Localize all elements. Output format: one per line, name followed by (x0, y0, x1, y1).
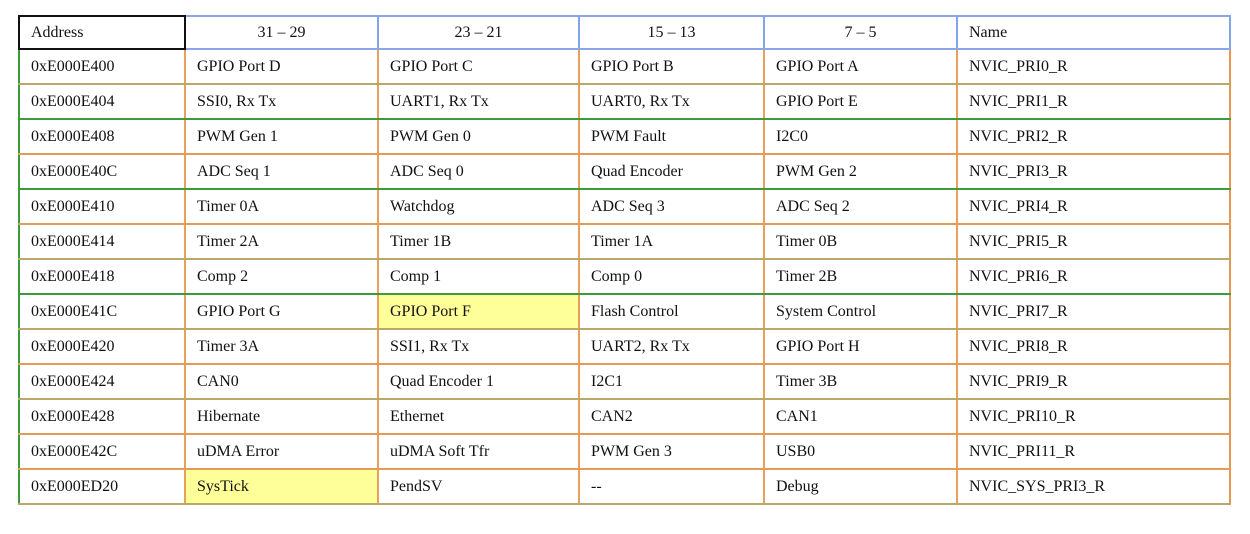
table-cell: Watchdog (377, 188, 580, 225)
table-cell: GPIO Port B (578, 48, 765, 85)
table-cell: I2C0 (763, 118, 958, 155)
table-row: 0xE000ED20 SysTick PendSV -- Debug NVIC_… (18, 468, 1231, 505)
table-cell: GPIO Port C (377, 48, 580, 85)
register-name-cell: NVIC_PRI0_R (956, 48, 1231, 85)
address-cell: 0xE000E400 (18, 48, 186, 85)
register-name-cell: NVIC_PRI4_R (956, 188, 1231, 225)
table-cell: PendSV (377, 468, 580, 505)
address-cell: 0xE000E410 (18, 188, 186, 225)
table-row: 0xE000E408 PWM Gen 1 PWM Gen 0 PWM Fault… (18, 118, 1231, 155)
table-row: 0xE000E424 CAN0 Quad Encoder 1 I2C1 Time… (18, 363, 1231, 400)
table-row: 0xE000E428 Hibernate Ethernet CAN2 CAN1 … (18, 398, 1231, 435)
header-bits-23-21: 23 – 21 (377, 15, 580, 50)
table-cell: UART1, Rx Tx (377, 83, 580, 120)
table-cell: PWM Gen 2 (763, 153, 958, 190)
register-name-cell: NVIC_PRI11_R (956, 433, 1231, 470)
table-cell: Quad Encoder 1 (377, 363, 580, 400)
table-cell: Quad Encoder (578, 153, 765, 190)
table-cell: Ethernet (377, 398, 580, 435)
table-cell: Comp 1 (377, 258, 580, 295)
table-cell: Timer 0A (184, 188, 379, 225)
table-cell: Timer 3A (184, 328, 379, 365)
nvic-priority-table: Address 31 – 29 23 – 21 15 – 13 7 – 5 Na… (18, 15, 1231, 505)
register-name-cell: NVIC_SYS_PRI3_R (956, 468, 1231, 505)
register-name-cell: NVIC_PRI8_R (956, 328, 1231, 365)
header-bits-15-13: 15 – 13 (578, 15, 765, 50)
table-cell: ADC Seq 2 (763, 188, 958, 225)
table-row: 0xE000E42C uDMA Error uDMA Soft Tfr PWM … (18, 433, 1231, 470)
table-cell: GPIO Port D (184, 48, 379, 85)
table-row: 0xE000E40C ADC Seq 1 ADC Seq 0 Quad Enco… (18, 153, 1231, 190)
table-cell: PWM Gen 0 (377, 118, 580, 155)
address-cell: 0xE000E40C (18, 153, 186, 190)
table-cell: UART2, Rx Tx (578, 328, 765, 365)
table-row: 0xE000E410 Timer 0A Watchdog ADC Seq 3 A… (18, 188, 1231, 225)
register-name-cell: NVIC_PRI2_R (956, 118, 1231, 155)
table-row: 0xE000E418 Comp 2 Comp 1 Comp 0 Timer 2B… (18, 258, 1231, 295)
header-row: Address 31 – 29 23 – 21 15 – 13 7 – 5 Na… (18, 15, 1231, 50)
table-cell: ADC Seq 0 (377, 153, 580, 190)
address-cell: 0xE000E420 (18, 328, 186, 365)
register-name-cell: NVIC_PRI6_R (956, 258, 1231, 295)
table-cell: Debug (763, 468, 958, 505)
table-cell: SSI1, Rx Tx (377, 328, 580, 365)
register-name-cell: NVIC_PRI7_R (956, 293, 1231, 330)
address-cell: 0xE000E428 (18, 398, 186, 435)
header-bits-31-29: 31 – 29 (184, 15, 379, 50)
highlighted-cell: GPIO Port F (377, 293, 580, 330)
table-cell: PWM Gen 3 (578, 433, 765, 470)
table-row: 0xE000E41C GPIO Port G GPIO Port F Flash… (18, 293, 1231, 330)
table-cell: uDMA Soft Tfr (377, 433, 580, 470)
table-cell: I2C1 (578, 363, 765, 400)
address-cell: 0xE000E42C (18, 433, 186, 470)
address-cell: 0xE000E404 (18, 83, 186, 120)
register-name-cell: NVIC_PRI1_R (956, 83, 1231, 120)
register-name-cell: NVIC_PRI3_R (956, 153, 1231, 190)
table-cell: USB0 (763, 433, 958, 470)
table-cell: Timer 1A (578, 223, 765, 260)
table-cell: CAN1 (763, 398, 958, 435)
register-name-cell: NVIC_PRI9_R (956, 363, 1231, 400)
table-row: 0xE000E414 Timer 2A Timer 1B Timer 1A Ti… (18, 223, 1231, 260)
table-cell: ADC Seq 3 (578, 188, 765, 225)
table-cell: -- (578, 468, 765, 505)
table-cell: Timer 1B (377, 223, 580, 260)
table-cell: Timer 3B (763, 363, 958, 400)
table-cell: Timer 2B (763, 258, 958, 295)
table-cell: PWM Gen 1 (184, 118, 379, 155)
table-cell: uDMA Error (184, 433, 379, 470)
address-cell: 0xE000ED20 (18, 468, 186, 505)
address-cell: 0xE000E41C (18, 293, 186, 330)
table-cell: System Control (763, 293, 958, 330)
table-cell: Timer 0B (763, 223, 958, 260)
register-name-cell: NVIC_PRI5_R (956, 223, 1231, 260)
highlighted-cell: SysTick (184, 468, 379, 505)
table-cell: UART0, Rx Tx (578, 83, 765, 120)
header-address: Address (18, 15, 186, 50)
table-cell: PWM Fault (578, 118, 765, 155)
table-cell: Comp 0 (578, 258, 765, 295)
table-cell: Timer 2A (184, 223, 379, 260)
table-cell: GPIO Port E (763, 83, 958, 120)
address-cell: 0xE000E424 (18, 363, 186, 400)
register-name-cell: NVIC_PRI10_R (956, 398, 1231, 435)
table-row: 0xE000E420 Timer 3A SSI1, Rx Tx UART2, R… (18, 328, 1231, 365)
address-cell: 0xE000E408 (18, 118, 186, 155)
table-cell: CAN2 (578, 398, 765, 435)
table-cell: SSI0, Rx Tx (184, 83, 379, 120)
table-cell: GPIO Port G (184, 293, 379, 330)
address-cell: 0xE000E414 (18, 223, 186, 260)
table-cell: ADC Seq 1 (184, 153, 379, 190)
table-cell: Comp 2 (184, 258, 379, 295)
table-cell: CAN0 (184, 363, 379, 400)
address-cell: 0xE000E418 (18, 258, 186, 295)
header-bits-7-5: 7 – 5 (763, 15, 958, 50)
header-name: Name (956, 15, 1231, 50)
table-cell: Hibernate (184, 398, 379, 435)
table-row: 0xE000E404 SSI0, Rx Tx UART1, Rx Tx UART… (18, 83, 1231, 120)
table-cell: Flash Control (578, 293, 765, 330)
table-row: 0xE000E400 GPIO Port D GPIO Port C GPIO … (18, 48, 1231, 85)
table-cell: GPIO Port A (763, 48, 958, 85)
table-cell: GPIO Port H (763, 328, 958, 365)
